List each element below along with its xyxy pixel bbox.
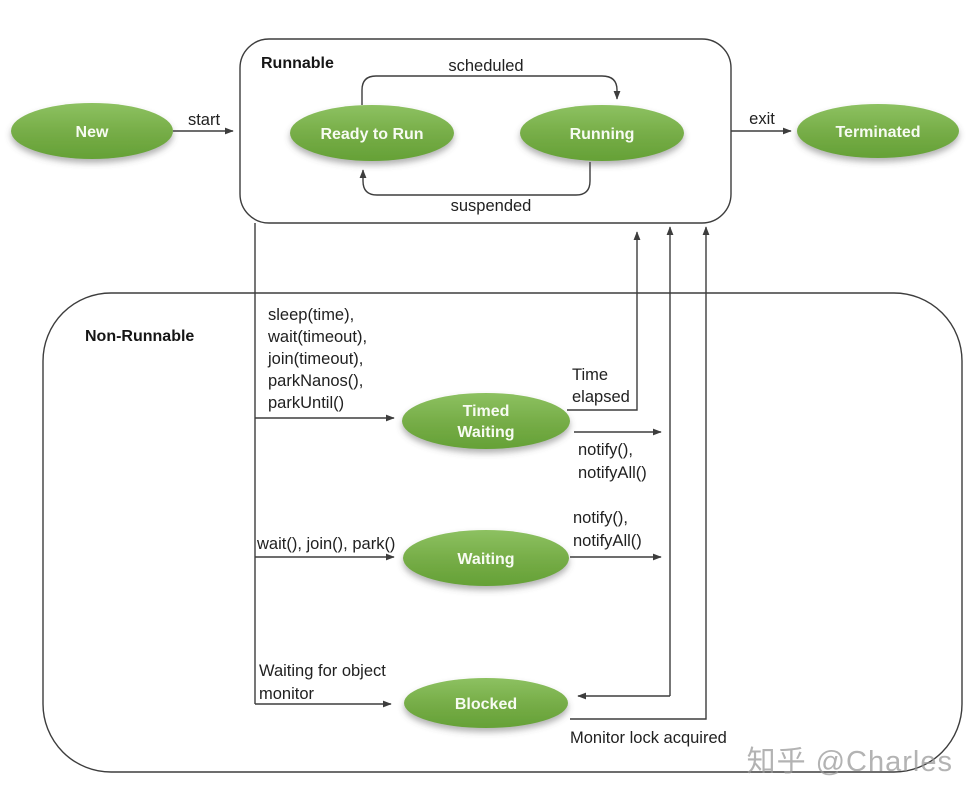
label-sleep-line2: wait(timeout), xyxy=(267,328,367,346)
state-new-ellipse xyxy=(11,103,173,159)
state-timed-waiting-label-line2: Waiting xyxy=(457,424,514,441)
state-ready-to-run-ellipse xyxy=(290,105,454,161)
label-waiting-monitor-line1: Waiting for object xyxy=(259,662,386,680)
label-timed-notify-line2: notifyAll() xyxy=(578,464,647,482)
state-timed-waiting-label-line1: Timed xyxy=(463,403,510,420)
label-scheduled: scheduled xyxy=(448,57,523,75)
runnable-container-label: Runnable xyxy=(261,55,334,72)
state-waiting-ellipse xyxy=(403,530,569,586)
state-terminated-label: Terminated xyxy=(835,124,920,141)
state-running-ellipse xyxy=(520,105,684,161)
state-new-label: New xyxy=(76,124,109,141)
states-group xyxy=(11,103,959,728)
state-timed-waiting-ellipse xyxy=(402,393,570,449)
state-blocked-label: Blocked xyxy=(455,696,517,713)
label-sleep-line3: join(timeout), xyxy=(267,350,363,368)
label-start: start xyxy=(188,111,221,129)
state-blocked-ellipse xyxy=(404,678,568,728)
label-sleep-line1: sleep(time), xyxy=(268,306,354,324)
state-waiting-label: Waiting xyxy=(457,551,514,568)
arrow-time-elapsed xyxy=(567,231,641,411)
arrow-monitor-lock xyxy=(570,226,710,720)
zhihu-watermark: 知乎 @Charles xyxy=(747,745,953,778)
non-runnable-container-label: Non-Runnable xyxy=(85,328,194,345)
state-ready-to-run-label: Ready to Run xyxy=(320,126,423,143)
label-waiting-monitor-line2: monitor xyxy=(259,685,315,703)
non-runnable-container-box xyxy=(42,292,963,773)
connectors-group xyxy=(42,38,963,773)
label-sleep-line5: parkUntil() xyxy=(268,394,344,412)
label-time-elapsed-line2: elapsed xyxy=(572,388,630,406)
state-terminated-ellipse xyxy=(797,104,959,158)
label-time-elapsed-line1: Time xyxy=(572,366,608,384)
label-monitor-lock-acquired: Monitor lock acquired xyxy=(570,729,727,747)
label-waiting-notify-line1: notify(), xyxy=(573,509,628,527)
label-exit: exit xyxy=(749,110,775,128)
label-timed-notify-line1: notify(), xyxy=(578,441,633,459)
arrow-suspended xyxy=(359,162,591,196)
label-sleep-line4: parkNanos(), xyxy=(268,372,363,390)
arrow-scheduled xyxy=(361,75,621,105)
label-wait-join-park: wait(), join(), park() xyxy=(256,535,395,553)
label-suspended: suspended xyxy=(451,197,532,215)
label-waiting-notify-line2: notifyAll() xyxy=(573,532,642,550)
state-running-label: Running xyxy=(570,126,635,143)
